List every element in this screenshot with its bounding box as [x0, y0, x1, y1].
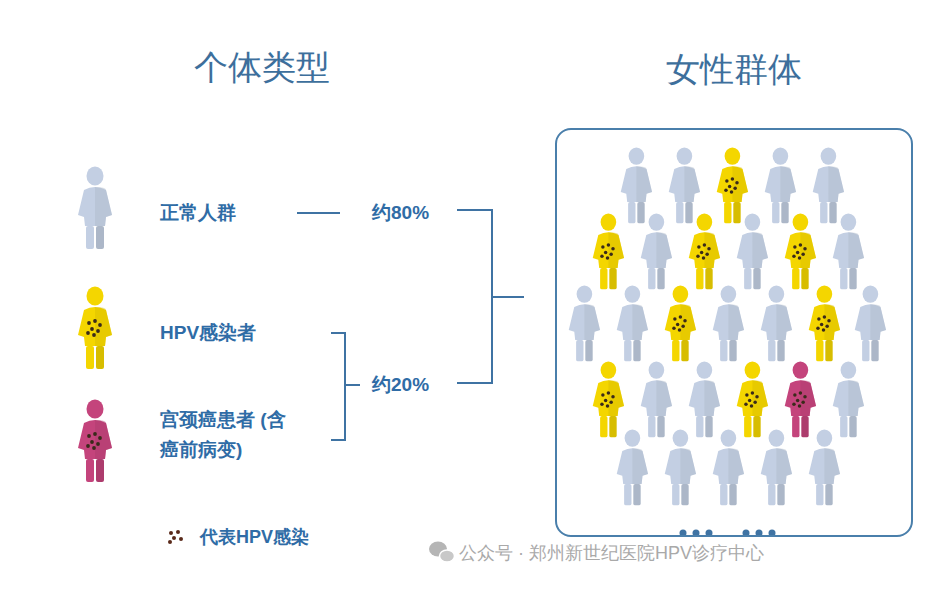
woman-figure [641, 213, 672, 289]
woman-figure [689, 213, 720, 289]
legend-label: 宫颈癌患者 (含癌前病变) [160, 405, 295, 465]
woman-figure [785, 361, 816, 437]
woman-figure [737, 361, 768, 437]
woman-figure [809, 429, 840, 505]
legend-label: 代表HPV感染 [200, 522, 309, 552]
woman-figure [569, 285, 600, 361]
woman-figure [621, 147, 652, 223]
woman-figure [665, 285, 696, 361]
woman-figure [761, 429, 792, 505]
people-grid [569, 147, 886, 505]
legend-figure [75, 165, 115, 251]
percentage: 约20% [372, 372, 429, 398]
legend-label: 正常人群 [160, 198, 236, 228]
woman-figure [713, 285, 744, 361]
woman-figure [833, 213, 864, 289]
woman-figure [809, 285, 840, 361]
wechat-icon [429, 542, 455, 563]
woman-figure [641, 361, 672, 437]
watermark: 公众号 · 郑州新世纪医院HPV诊疗中心 [459, 541, 764, 565]
column-heading: 个体类型 [194, 45, 330, 91]
woman-figure [855, 285, 886, 361]
woman-figure [713, 429, 744, 505]
woman-figure [765, 147, 796, 223]
woman-figure [593, 361, 624, 437]
legend-label: HPV感染者 [160, 318, 256, 348]
woman-figure [761, 285, 792, 361]
woman-figure [689, 361, 720, 437]
bracket [297, 210, 524, 440]
woman-figure [665, 429, 696, 505]
population-box: 女性群体 [555, 128, 913, 537]
woman-figure [617, 285, 648, 361]
woman-figure [813, 147, 844, 223]
woman-figure [737, 213, 768, 289]
woman-figure [833, 361, 864, 437]
woman-figure [669, 147, 700, 223]
legend-figure [75, 285, 115, 371]
woman-figure [717, 147, 748, 223]
box-heading: 女性群体 [666, 47, 802, 93]
woman-figure [617, 429, 648, 505]
woman-figure [785, 213, 816, 289]
percentage: 约80% [372, 200, 429, 226]
woman-figure [593, 213, 624, 289]
legend-figure [75, 398, 115, 484]
virus-dots [166, 528, 188, 546]
